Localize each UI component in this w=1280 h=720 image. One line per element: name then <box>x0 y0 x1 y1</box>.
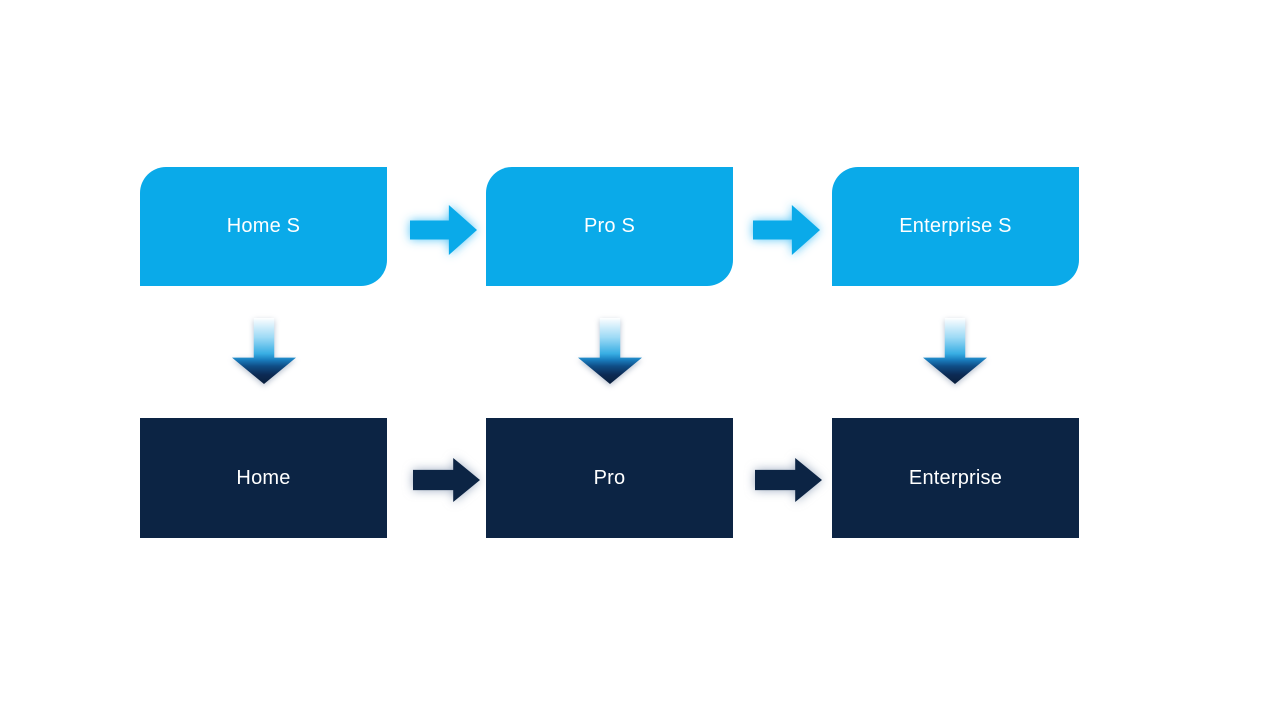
right-arrow-shape <box>755 458 822 502</box>
box-pro-s-label: Pro S <box>583 215 636 237</box>
right-arrow-shape <box>413 458 480 502</box>
box-pro: Pro <box>486 418 733 538</box>
box-enterprise-s-label: Enterprise S <box>899 215 1012 237</box>
box-home-s-label: Home S <box>226 215 301 237</box>
right-arrow-icon <box>753 205 820 255</box>
box-pro-s: Pro S <box>486 167 733 286</box>
down-arrow-icon <box>923 318 987 384</box>
right-arrow-icon <box>413 458 480 502</box>
right-arrow-icon <box>410 205 477 255</box>
box-pro-label: Pro <box>593 466 626 489</box>
down-arrow-icon <box>232 318 296 384</box>
right-arrow-shape <box>753 205 820 255</box>
right-arrow-shape <box>410 205 477 255</box>
box-home: Home <box>140 418 387 538</box>
right-arrow-icon <box>755 458 822 502</box>
box-enterprise-label: Enterprise <box>908 466 1003 489</box>
box-enterprise: Enterprise <box>832 418 1079 538</box>
down-arrow-icon <box>578 318 642 384</box>
down-arrow-shape <box>578 318 642 384</box>
box-enterprise-s: Enterprise S <box>832 167 1079 286</box>
box-home-s: Home S <box>140 167 387 286</box>
down-arrow-shape <box>232 318 296 384</box>
box-home-label: Home <box>236 466 291 489</box>
down-arrow-shape <box>923 318 987 384</box>
